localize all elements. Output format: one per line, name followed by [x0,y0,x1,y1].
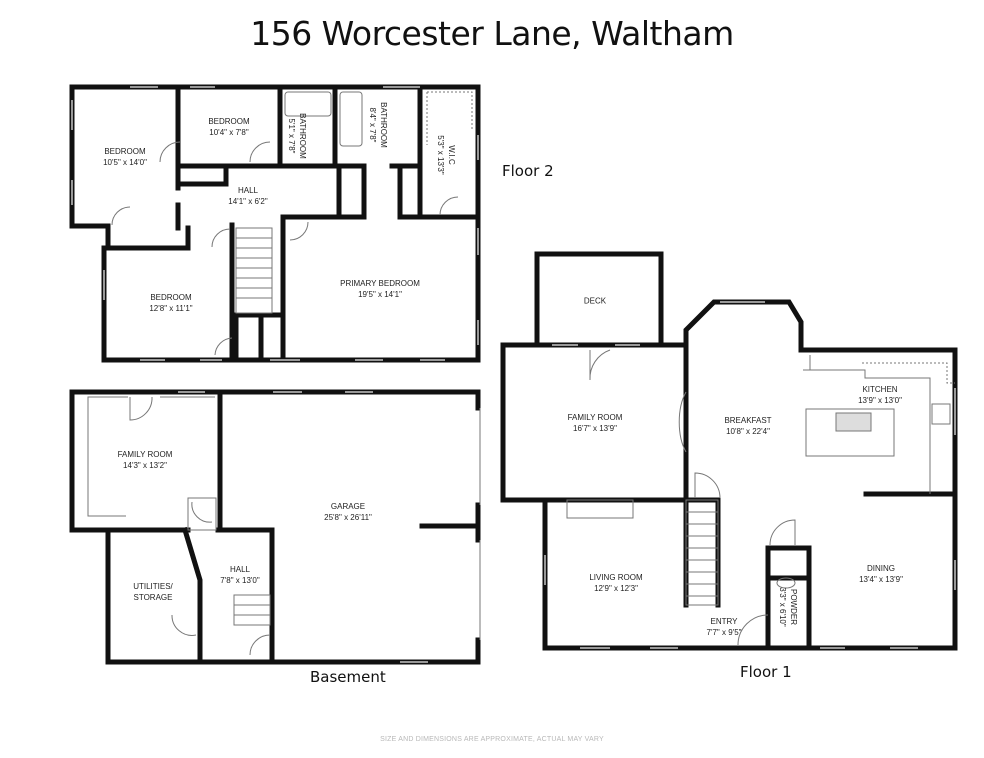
room-dims: 25'8" x 26'11" [324,513,372,522]
floor2-walls [69,84,481,363]
f2-bedroom-2: BEDROOM 10'4" x 7'8" [208,116,249,138]
room-dims: 3'3" x 6'10" [778,587,787,627]
f1-dining: DINING 13'4" x 13'9" [859,563,903,585]
room-name: UTILITIES/ [133,582,173,591]
room-dims: 10'8" x 22'4" [726,427,770,436]
plan-title: 156 Worcester Lane, Waltham [250,14,734,53]
room-dims: 10'5" x 14'0" [103,158,147,167]
room-name-line2: STORAGE [133,593,173,602]
bsmt-garage: GARAGE 25'8" x 26'11" [324,501,372,523]
f1-kitchen: KITCHEN 13'9" x 13'0" [858,384,902,406]
room-name: BATHROOM [298,113,307,159]
f1-powder: POWDER 3'3" x 6'10" [777,587,799,626]
f2-bedroom-3: BEDROOM 12'8" x 11'1" [149,292,192,314]
room-dims: 13'9" x 13'0" [858,396,902,405]
room-dims: 5'3" x 13'3" [436,135,445,175]
room-dims: 8'4" x 7'8" [368,107,377,143]
room-name: HALL [229,565,250,574]
floor1-label: Floor 1 [740,663,792,681]
f2-bathroom-1: BATHROOM 5'1" x 7'8" [286,113,308,159]
room-name: LIVING ROOM [589,573,643,582]
f2-walk-in-closet: W.I.C 5'3" x 13'3" [435,135,457,174]
room-dims: 16'7" x 13'9" [573,424,617,433]
floor1-walls [500,251,958,651]
floor2-label: Floor 2 [502,162,554,180]
room-dims: 14'1" x 6'2" [228,197,268,206]
bsmt-hall: HALL 7'8" x 13'0" [220,564,259,586]
room-name: BEDROOM [104,147,146,156]
f1-living-room: LIVING ROOM 12'9" x 12'3" [589,572,642,594]
room-dims: 14'3" x 13'2" [123,461,167,470]
bsmt-family-room: FAMILY ROOM 14'3" x 13'2" [118,449,173,471]
room-dims: 19'5" x 14'1" [358,290,402,299]
basement-walls [69,389,481,665]
room-name: BATHROOM [379,102,388,148]
f1-deck: DECK [584,296,606,307]
f1-breakfast: BREAKFAST 10'8" x 22'4" [724,415,771,437]
room-name: GARAGE [330,502,366,511]
room-name: DECK [583,296,607,306]
room-dims: 7'8" x 13'0" [220,576,260,585]
room-name: BREAKFAST [724,416,772,425]
f2-hall: HALL 14'1" x 6'2" [228,185,267,207]
room-name: KITCHEN [862,385,898,394]
room-name: FAMILY ROOM [117,450,173,459]
room-name: W.I.C [447,145,456,165]
f1-family-room: FAMILY ROOM 16'7" x 13'9" [568,412,623,434]
room-name: FAMILY ROOM [567,413,623,422]
basement-label: Basement [310,668,386,686]
room-name: BEDROOM [208,117,250,126]
f1-entry: ENTRY 7'7" x 9'5" [707,616,742,638]
room-dims: 12'9" x 12'3" [594,584,638,593]
room-name: DINING [867,564,895,573]
f2-bathroom-2: BATHROOM 8'4" x 7'8" [367,102,389,148]
room-name: BEDROOM [150,293,192,302]
room-dims: 13'4" x 13'9" [859,575,903,584]
room-name: PRIMARY BEDROOM [340,279,420,288]
f2-primary-bedroom: PRIMARY BEDROOM 19'5" x 14'1" [340,278,420,300]
bsmt-utilities-storage: UTILITIES/ STORAGE [133,581,173,603]
room-name: HALL [237,186,258,195]
room-dims: 7'7" x 9'5" [706,628,742,637]
room-dims: 12'8" x 11'1" [149,304,193,313]
room-dims: 10'4" x 7'8" [209,128,249,137]
f2-bedroom-1: BEDROOM 10'5" x 14'0" [103,146,147,168]
room-name: ENTRY [710,617,738,626]
disclaimer: SIZE AND DIMENSIONS ARE APPROXIMATE, ACT… [380,736,604,743]
room-name: POWDER [789,589,798,625]
room-dims: 5'1" x 7'8" [287,118,296,154]
